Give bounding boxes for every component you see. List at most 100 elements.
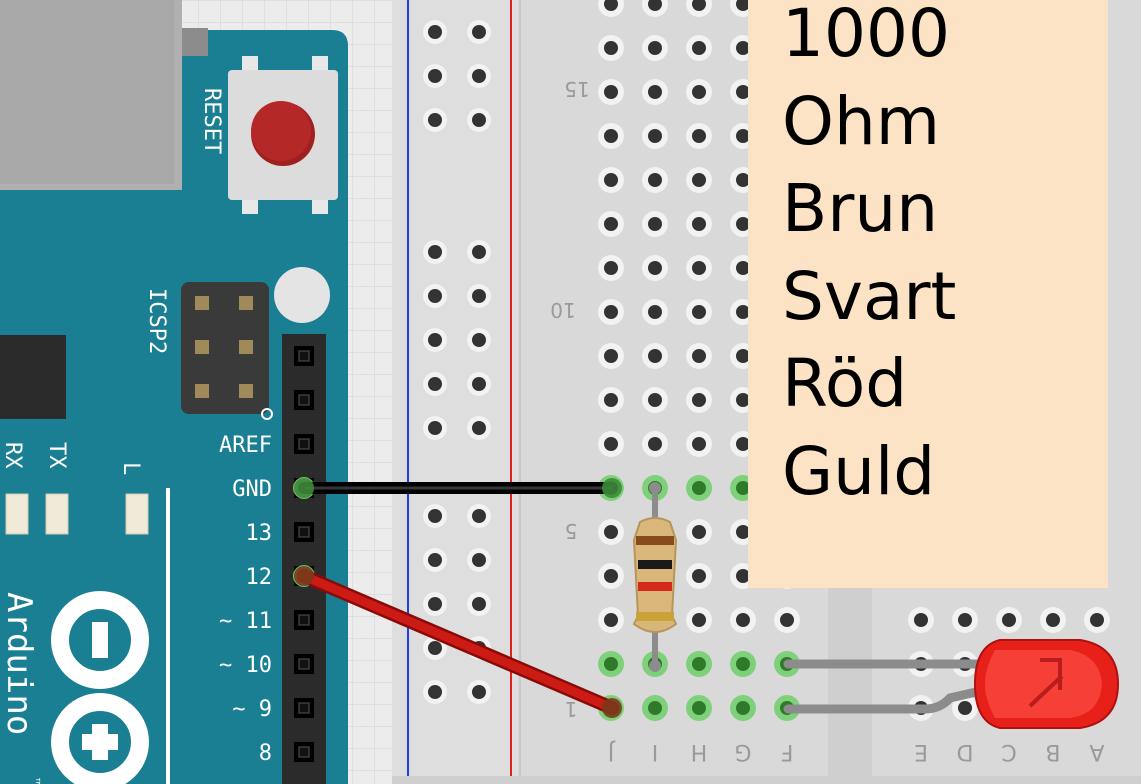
breadboard-hole-center xyxy=(736,481,750,495)
breadboard-hole-center xyxy=(648,173,662,187)
pin-label: ~ 9 xyxy=(232,697,272,722)
breadboard-hole-center xyxy=(648,0,662,11)
breadboard-hole-center xyxy=(692,41,706,55)
header-pin-hole xyxy=(298,658,310,670)
breadboard-hole-center xyxy=(692,305,706,319)
column-letter-i: I xyxy=(652,739,659,764)
breadboard-hole-center xyxy=(648,349,662,363)
rail-hole-center xyxy=(472,553,486,567)
breadboard-hole-center xyxy=(648,85,662,99)
pin12-wire[interactable] xyxy=(297,569,619,715)
breadboard-hole-center xyxy=(736,129,750,143)
pin-label: 12 xyxy=(246,565,273,590)
breadboard-hole-center xyxy=(604,437,618,451)
breadboard-hole-center xyxy=(604,613,618,627)
column-letter-h: H xyxy=(691,739,708,764)
rail-hole-center xyxy=(472,685,486,699)
breadboard-hole-center xyxy=(692,173,706,187)
mounting-hole xyxy=(274,267,330,323)
note-line-value: 1000 xyxy=(782,0,950,72)
breadboard-hole-center xyxy=(736,305,750,319)
l-label: L xyxy=(118,462,143,475)
breadboard-hole-center xyxy=(736,0,750,11)
pin-label: GND xyxy=(232,477,272,502)
reset-button[interactable] xyxy=(228,56,338,214)
note-line-unit: Ohm xyxy=(782,82,941,160)
rail-hole-center xyxy=(428,69,442,83)
column-letters: J I H G F E D C B A xyxy=(608,739,1105,764)
trademark-label: ™ xyxy=(26,776,42,784)
breadboard-hole-center xyxy=(692,525,706,539)
rail-hole-center xyxy=(472,421,486,435)
breadboard-hole-center xyxy=(604,261,618,275)
note-line-band-1: Brun xyxy=(782,170,939,247)
pin-label: ~ 11 xyxy=(219,609,272,634)
breadboard-hole-center xyxy=(604,525,618,539)
resistor[interactable] xyxy=(632,482,678,672)
header-pin-hole xyxy=(298,350,310,362)
breadboard-hole-center xyxy=(958,701,972,715)
arduino-logo xyxy=(51,591,149,784)
breadboard-hole-center xyxy=(1046,613,1060,627)
breadboard-hole-center xyxy=(736,613,750,627)
breadboard-hole-center xyxy=(604,657,618,671)
brand-label: Arduino xyxy=(0,592,39,735)
resistor-color-note: 1000 Ohm Brun Svart Röd Guld xyxy=(748,0,1108,588)
reset-label: RESET xyxy=(199,88,224,154)
breadboard-hole-center xyxy=(958,613,972,627)
header-pin-hole xyxy=(298,702,310,714)
column-letter-a: A xyxy=(1089,739,1104,764)
breadboard-hole-center xyxy=(648,129,662,143)
rail-hole-center xyxy=(428,685,442,699)
rail-hole-center xyxy=(428,641,442,655)
note-line-band-2: Svart xyxy=(782,257,957,335)
note-line-band-4: Guld xyxy=(782,432,936,510)
header-pin-hole xyxy=(298,438,310,450)
rail-hole-center xyxy=(472,333,486,347)
breadboard-hole-center xyxy=(736,41,750,55)
pin-label: AREF xyxy=(219,433,272,458)
icsp-label: ICSP2 xyxy=(144,288,169,354)
breadboard-hole-center xyxy=(692,393,706,407)
icsp-header xyxy=(181,282,273,420)
breadboard-hole-center xyxy=(736,217,750,231)
led[interactable] xyxy=(783,639,1120,729)
breadboard-hole-center xyxy=(692,613,706,627)
pin-label: 13 xyxy=(246,521,273,546)
row-number-15: 15 xyxy=(564,77,589,101)
rail-hole-center xyxy=(428,289,442,303)
arduino-board: RESET ICSP2 RX TX L xyxy=(0,0,348,784)
breadboard-hole-center xyxy=(736,85,750,99)
rail-hole-center xyxy=(472,509,486,523)
breadboard-hole-center xyxy=(692,481,706,495)
breadboard-hole-center xyxy=(692,129,706,143)
breadboard-hole-center xyxy=(692,261,706,275)
resistor-band-4 xyxy=(636,612,674,621)
breadboard-hole-center xyxy=(692,85,706,99)
rail-hole-center xyxy=(428,113,442,127)
rail-hole-center xyxy=(472,69,486,83)
breadboard-hole-center xyxy=(648,437,662,451)
breadboard-hole-center xyxy=(736,393,750,407)
row-numbers: 15 10 5 1 xyxy=(550,77,589,721)
center-channel xyxy=(828,588,872,784)
column-letter-b: B xyxy=(1045,739,1060,764)
rail-hole-center xyxy=(428,597,442,611)
breadboard-hole-center xyxy=(604,305,618,319)
rail-hole-center xyxy=(428,509,442,523)
column-letter-c: C xyxy=(1001,739,1016,764)
rail-hole-center xyxy=(472,113,486,127)
breadboard-hole-center xyxy=(604,129,618,143)
rail-hole-center xyxy=(472,289,486,303)
breadboard-hole-center xyxy=(1002,613,1016,627)
header-pin-hole xyxy=(298,394,310,406)
breadboard-hole-center xyxy=(648,701,662,715)
breadboard-hole-center xyxy=(604,393,618,407)
status-leds xyxy=(5,493,149,535)
breadboard-hole-center xyxy=(604,569,618,583)
breadboard-hole-center xyxy=(692,569,706,583)
rail-hole-center xyxy=(428,25,442,39)
rail-hole-center xyxy=(472,25,486,39)
breadboard-hole-center xyxy=(1090,613,1104,627)
